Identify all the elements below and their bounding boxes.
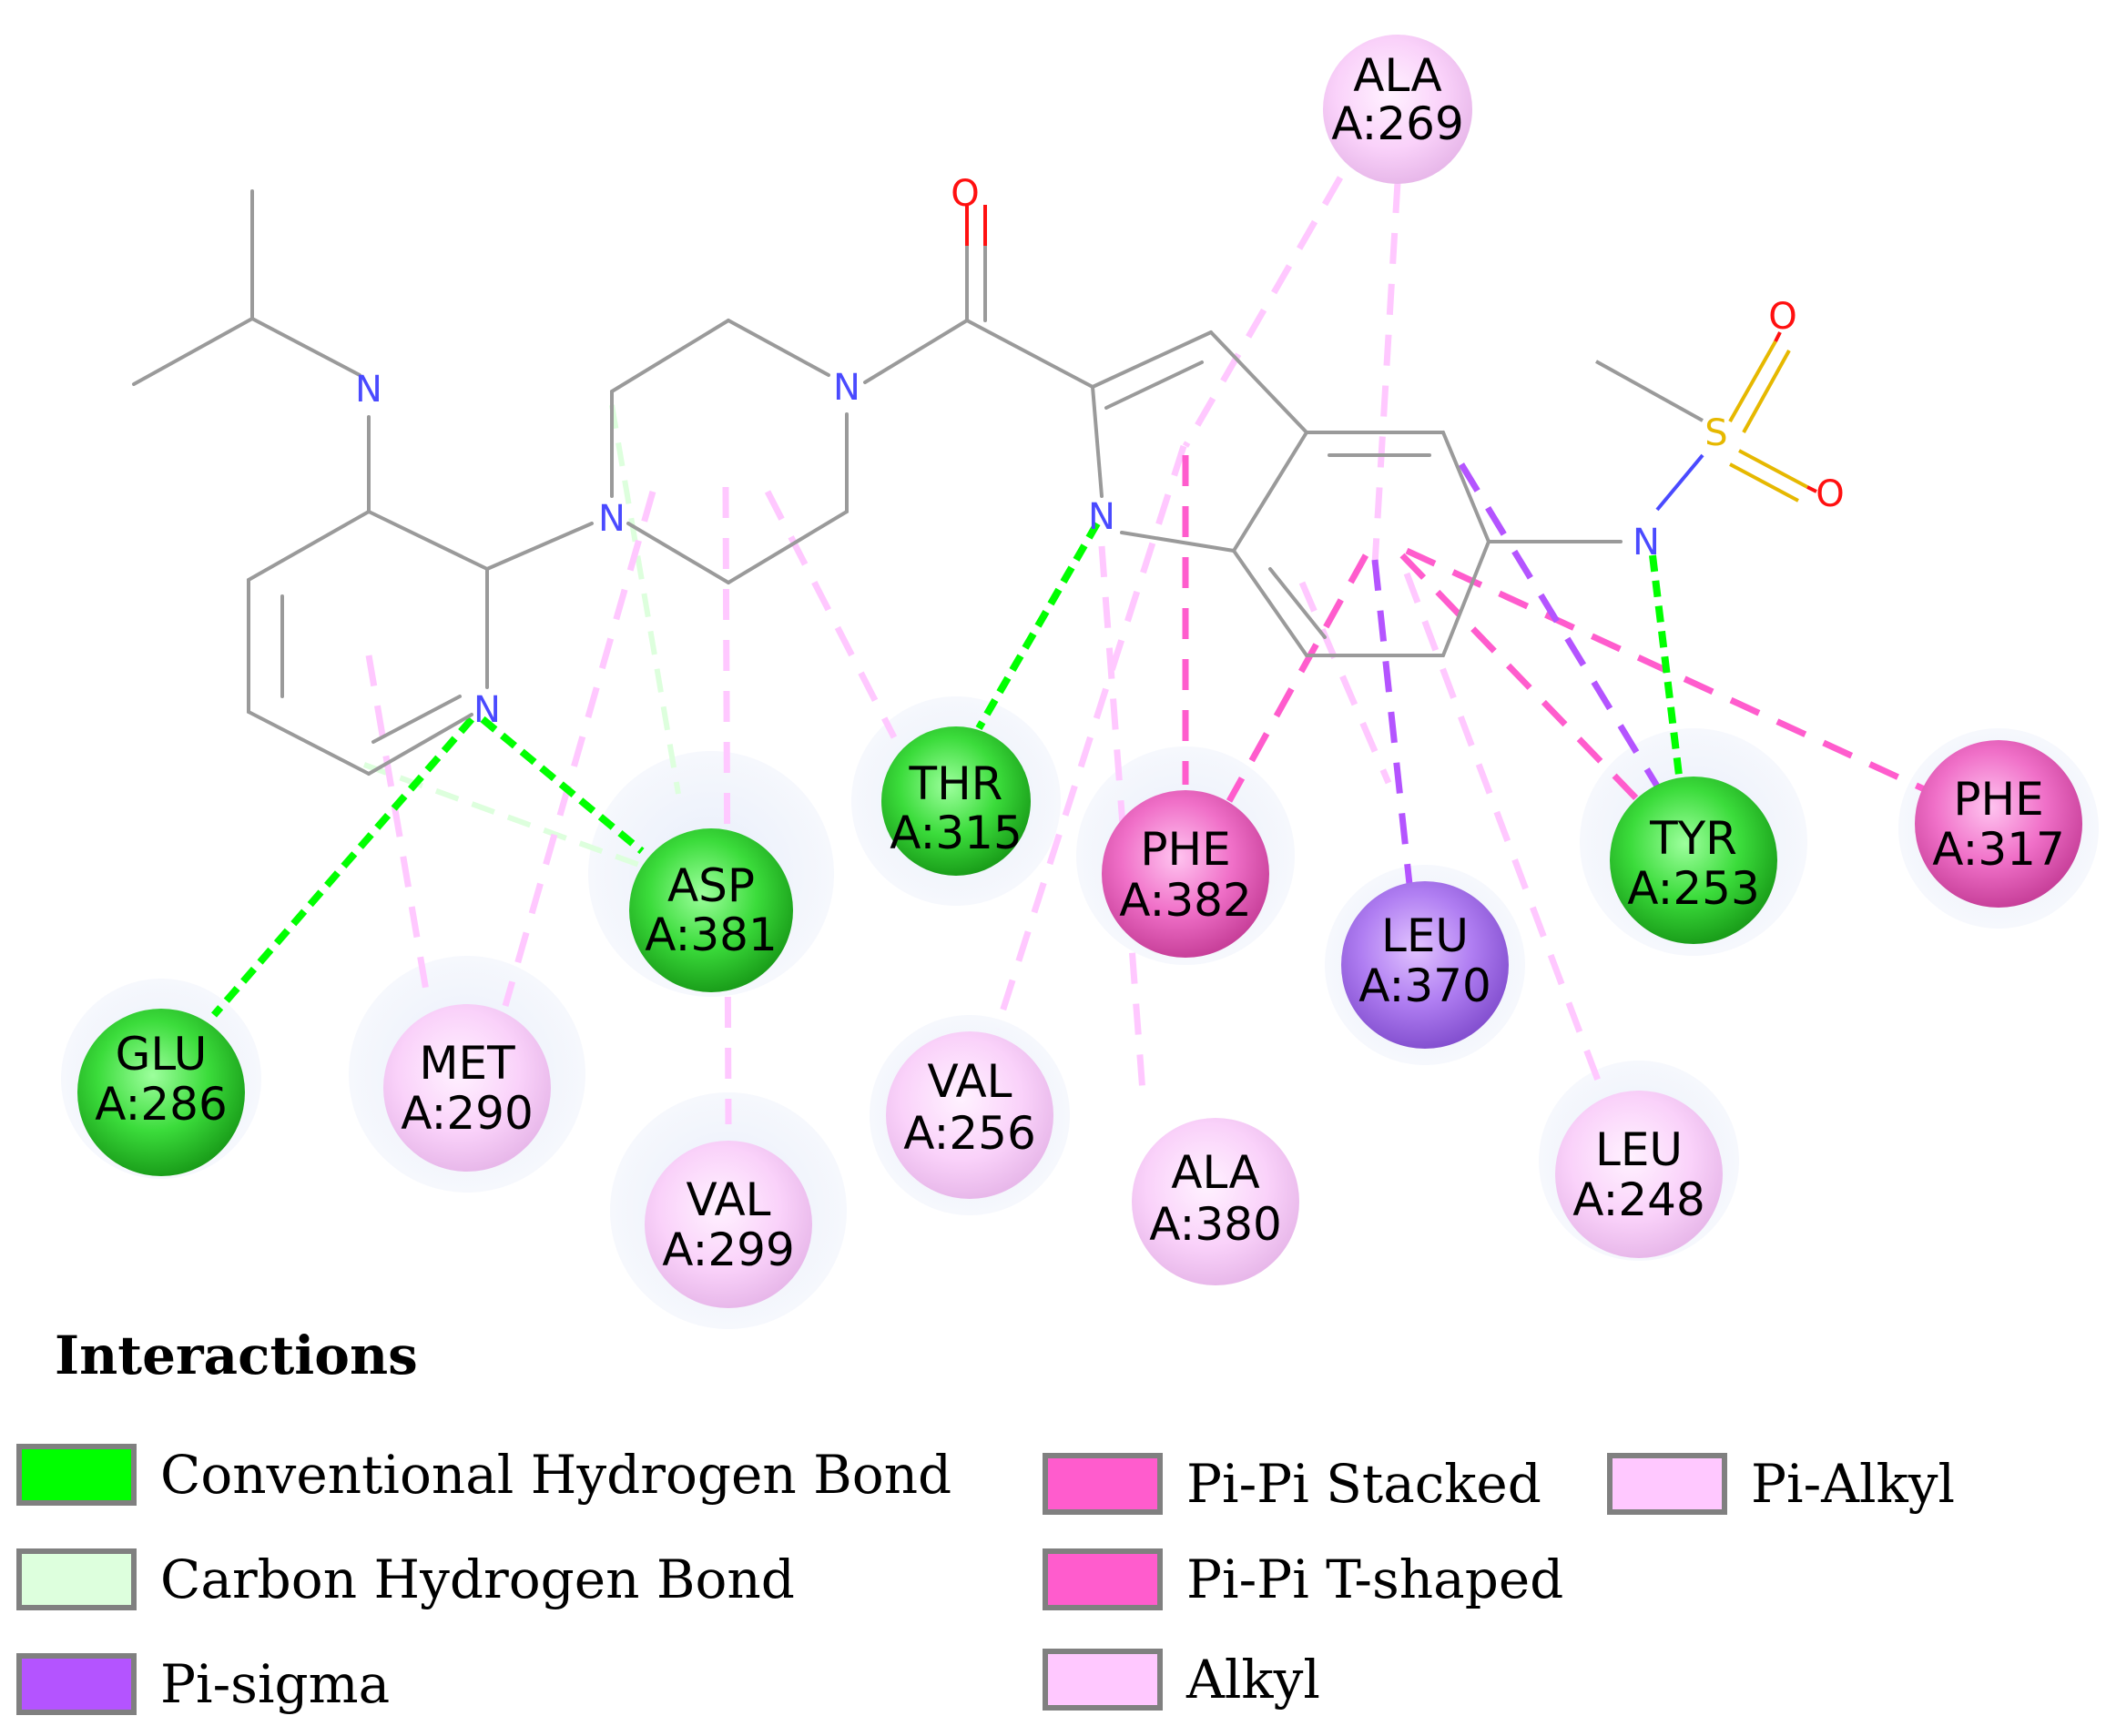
alkyl-line (993, 444, 1187, 1030)
pipi-line (1399, 553, 1642, 804)
legend-swatch (16, 1653, 137, 1715)
legend-swatch (1043, 1548, 1163, 1610)
svg-text:A:370: A:370 (1358, 959, 1491, 1012)
svg-text:A:315: A:315 (890, 807, 1022, 859)
hbond-line (210, 716, 475, 1018)
legend-swatch (1043, 1453, 1163, 1515)
svg-text:TYR: TYR (1649, 812, 1737, 865)
legend-swatch (16, 1444, 137, 1506)
carbon-hbond-line (362, 762, 641, 868)
legend-label: Alkyl (1186, 1649, 1320, 1711)
legend-item-pi-pi-tshaped: Pi-Pi T-shaped (1043, 1543, 1563, 1616)
svg-text:VAL: VAL (686, 1173, 770, 1226)
pyridine-nitrogen: N (473, 689, 501, 731)
legend-item-conventional-hbond: Conventional Hydrogen Bond (16, 1438, 951, 1511)
legend-label: Pi-Alkyl (1751, 1453, 1956, 1515)
svg-text:ALA: ALA (1353, 49, 1441, 102)
alkyl-line (722, 486, 732, 1125)
amine-nitrogen: N (355, 369, 382, 411)
svg-text:ASP: ASP (667, 859, 755, 912)
sulfonyl-sulfur: S (1704, 412, 1727, 454)
legend-item-pi-alkyl: Pi-Alkyl (1607, 1447, 1955, 1520)
piperazine-nitrogen-2: N (833, 367, 860, 409)
residue-nodes: ALA A:269 THR A:315 ASP A:381 GLU A:286 … (77, 35, 2082, 1308)
residue-leu370: LEU A:370 (1341, 881, 1509, 1049)
pisigma-line (1459, 462, 1669, 803)
alkyl-line (502, 491, 656, 1007)
residue-thr315: THR A:315 (881, 726, 1031, 876)
legend-swatch (16, 1548, 137, 1610)
svg-text:LEU: LEU (1381, 909, 1469, 962)
residue-met290: MET A:290 (383, 1004, 551, 1172)
legend-label: Pi-sigma (160, 1653, 391, 1715)
sulfonyl-oxygen-1: O (1768, 296, 1796, 338)
alkyl-line (1182, 176, 1344, 448)
alkyl-line (1371, 181, 1401, 565)
svg-text:A:382: A:382 (1119, 874, 1252, 927)
residue-ala380: ALA A:380 (1132, 1118, 1299, 1285)
alkyl-line (764, 490, 898, 739)
svg-text:A:286: A:286 (95, 1078, 228, 1131)
svg-text:GLU: GLU (116, 1028, 208, 1081)
legend-item-carbon-hbond: Carbon Hydrogen Bond (16, 1543, 795, 1616)
residue-val256: VAL A:256 (886, 1031, 1053, 1199)
residue-phe317: PHE A:317 (1915, 740, 2082, 908)
legend-label: Conventional Hydrogen Bond (160, 1444, 952, 1506)
svg-text:VAL: VAL (927, 1055, 1012, 1108)
alkyl-line (1403, 572, 1606, 1094)
ligand-structure (132, 189, 1623, 776)
svg-text:A:317: A:317 (1932, 823, 2065, 876)
pisigma-line (1371, 559, 1415, 902)
svg-text:ALA: ALA (1171, 1146, 1259, 1199)
legend-label: Pi-Pi Stacked (1186, 1453, 1541, 1515)
svg-text:A:299: A:299 (662, 1223, 795, 1276)
legend-item-alkyl: Alkyl (1043, 1643, 1320, 1716)
svg-text:A:290: A:290 (401, 1087, 534, 1140)
atom-labels: N N N N N N O S O O (355, 173, 1845, 731)
hbond-line (480, 716, 645, 855)
legend-label: Pi-Pi T-shaped (1186, 1548, 1564, 1610)
sulfonamide-nitrogen: N (1633, 522, 1660, 563)
ligand-hetero-bonds (965, 205, 1817, 512)
svg-text:A:253: A:253 (1627, 862, 1760, 915)
residue-halos (61, 696, 2099, 1329)
legend-item-pi-sigma: Pi-sigma (16, 1648, 390, 1721)
svg-text:MET: MET (419, 1037, 515, 1090)
residue-leu248: LEU A:248 (1555, 1091, 1723, 1258)
piperazine-nitrogen-1: N (598, 498, 626, 540)
residue-glu286: GLU A:286 (77, 1009, 245, 1176)
residue-asp381: ASP A:381 (629, 828, 793, 992)
svg-text:A:248: A:248 (1572, 1173, 1705, 1226)
residue-phe382: PHE A:382 (1102, 790, 1269, 958)
sulfonyl-oxygen-2: O (1816, 473, 1844, 515)
svg-text:A:381: A:381 (645, 909, 778, 961)
legend-swatch (1607, 1453, 1727, 1515)
svg-text:PHE: PHE (1140, 823, 1230, 876)
svg-text:THR: THR (909, 757, 1003, 810)
svg-text:A:269: A:269 (1331, 97, 1464, 150)
indole-nitrogen: N (1088, 496, 1115, 538)
legend-label: Carbon Hydrogen Bond (160, 1548, 795, 1610)
hbond-line (975, 521, 1101, 731)
alkyl-line (1298, 581, 1392, 785)
pipi-line (1405, 547, 1932, 796)
legend-item-pi-pi-stacked: Pi-Pi Stacked (1043, 1447, 1541, 1520)
svg-text:A:380: A:380 (1149, 1198, 1282, 1251)
pipi-line (1226, 553, 1369, 803)
carbonyl-oxygen: O (951, 173, 979, 215)
legend-title: Interactions (55, 1325, 418, 1386)
svg-text:LEU: LEU (1595, 1123, 1683, 1176)
svg-text:A:256: A:256 (903, 1107, 1036, 1160)
legend-swatch (1043, 1649, 1163, 1711)
residue-ala269: ALA A:269 (1323, 35, 1472, 184)
residue-val299: VAL A:299 (645, 1141, 812, 1308)
alkyl-line (365, 655, 432, 1002)
hbond-line (1649, 554, 1684, 784)
carbon-hbond-line (609, 404, 681, 795)
svg-text:PHE: PHE (1953, 773, 2043, 826)
residue-tyr253: TYR A:253 (1610, 777, 1777, 944)
